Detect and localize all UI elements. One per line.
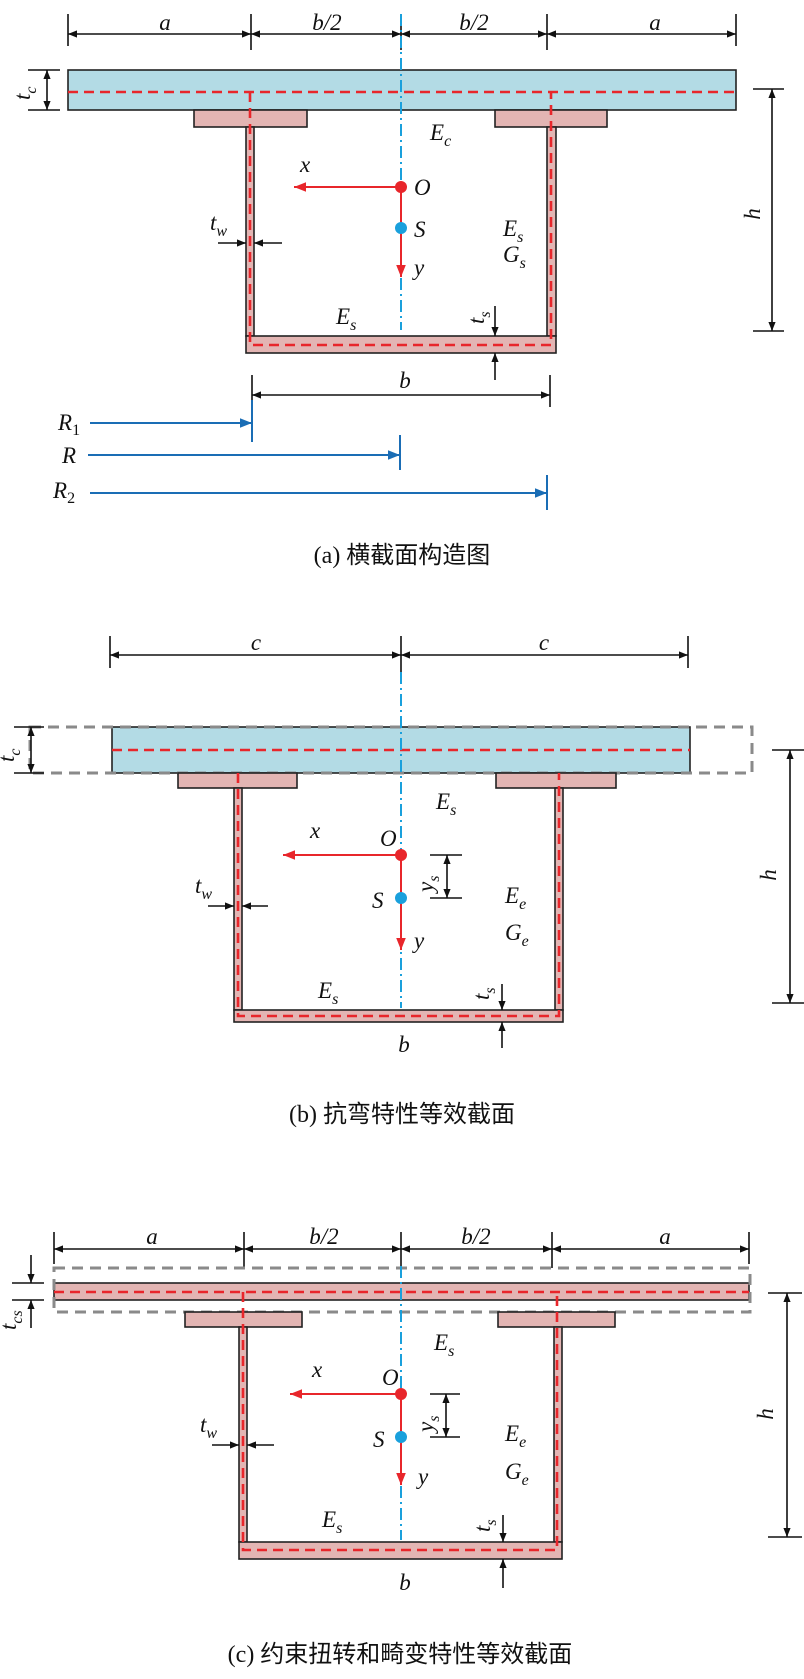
- label-tc: tc: [10, 87, 40, 101]
- origin-point: [395, 1388, 407, 1400]
- shear-center-point: [395, 1431, 407, 1443]
- label-O: O: [414, 175, 431, 200]
- label-S: S: [414, 217, 426, 242]
- origin-point: [395, 849, 407, 861]
- label-Es-web: Es: [502, 216, 523, 246]
- label-b: b: [398, 1032, 410, 1057]
- label-Es-top: Es: [435, 789, 456, 819]
- top-flange-right: [495, 772, 617, 789]
- label-tw: tw: [200, 1412, 217, 1442]
- label-O: O: [380, 826, 397, 851]
- dim-a-right: a: [659, 1224, 671, 1249]
- origin-point: [395, 181, 407, 193]
- top-dimensions: a b/2 b/2 a: [67, 10, 737, 50]
- label-h: h: [756, 869, 781, 881]
- label-ts: ts: [469, 987, 499, 1000]
- shear-center-point: [395, 892, 407, 904]
- dim-b-half-right: b/2: [459, 10, 488, 35]
- label-x: x: [299, 152, 311, 177]
- steel-centerline: [248, 92, 553, 347]
- label-Es-bottom: Es: [335, 304, 356, 334]
- label-tw: tw: [210, 210, 227, 240]
- label-S: S: [373, 1427, 385, 1452]
- dim-b-half-left: b/2: [309, 1224, 338, 1249]
- label-h: h: [740, 208, 765, 220]
- label-x: x: [309, 818, 321, 843]
- label-R2: R2: [52, 478, 75, 507]
- bottom-flange: [238, 1541, 563, 1560]
- label-S: S: [372, 888, 384, 913]
- dim-b-half-right: b/2: [461, 1224, 490, 1249]
- caption-a: (a) 横截面构造图: [314, 542, 491, 569]
- label-h: h: [753, 1408, 778, 1420]
- dim-a-right: a: [649, 10, 661, 35]
- label-ys: ys: [413, 1416, 443, 1434]
- panel-a: a b/2 b/2 a O x S y Ec Es Gs Es tw ts: [10, 10, 784, 569]
- label-tcs: tcs: [0, 1310, 26, 1330]
- label-O: O: [382, 1365, 399, 1390]
- label-x: x: [311, 1357, 323, 1382]
- label-ys: ys: [413, 876, 443, 894]
- steel-centerline: [241, 1292, 559, 1552]
- label-b: b: [399, 368, 411, 393]
- label-y: y: [416, 1464, 429, 1489]
- label-ts: ts: [464, 311, 494, 324]
- label-Es-bottom: Es: [317, 978, 338, 1008]
- caption-b: (b) 抗弯特性等效截面: [289, 1101, 515, 1128]
- caption-c: (c) 约束扭转和畸变特性等效截面: [228, 1641, 573, 1668]
- shear-center-point: [395, 222, 407, 234]
- dim-c-right: c: [539, 630, 549, 655]
- label-tw: tw: [195, 873, 212, 903]
- dim-b-half-left: b/2: [312, 10, 341, 35]
- panel-c: a b/2 b/2 a O x S y ys Es Ee Ge Es tw ts: [0, 1224, 802, 1668]
- dim-a-left: a: [159, 10, 171, 35]
- label-Ee: Ee: [504, 1421, 526, 1451]
- steel-centerline: [236, 773, 561, 1018]
- label-y: y: [412, 928, 425, 953]
- label-Ge: Ge: [505, 920, 529, 950]
- label-Gs: Gs: [503, 242, 526, 272]
- label-Ge: Ge: [505, 1459, 529, 1489]
- panel-b: c c O x S y ys Es Ee Ge Es tw ts h: [0, 630, 804, 1128]
- label-Ee: Ee: [504, 883, 526, 913]
- label-Ec: Ec: [429, 120, 451, 150]
- label-R: R: [61, 443, 76, 468]
- label-b: b: [399, 1570, 411, 1595]
- label-R1: R1: [57, 410, 80, 439]
- label-Es-top: Es: [433, 1330, 454, 1360]
- dim-c-left: c: [251, 630, 261, 655]
- label-Es-bottom: Es: [321, 1507, 342, 1537]
- dim-a-left: a: [146, 1224, 158, 1249]
- label-ts: ts: [470, 1519, 500, 1532]
- label-tc: tc: [0, 749, 24, 763]
- label-y: y: [412, 255, 425, 280]
